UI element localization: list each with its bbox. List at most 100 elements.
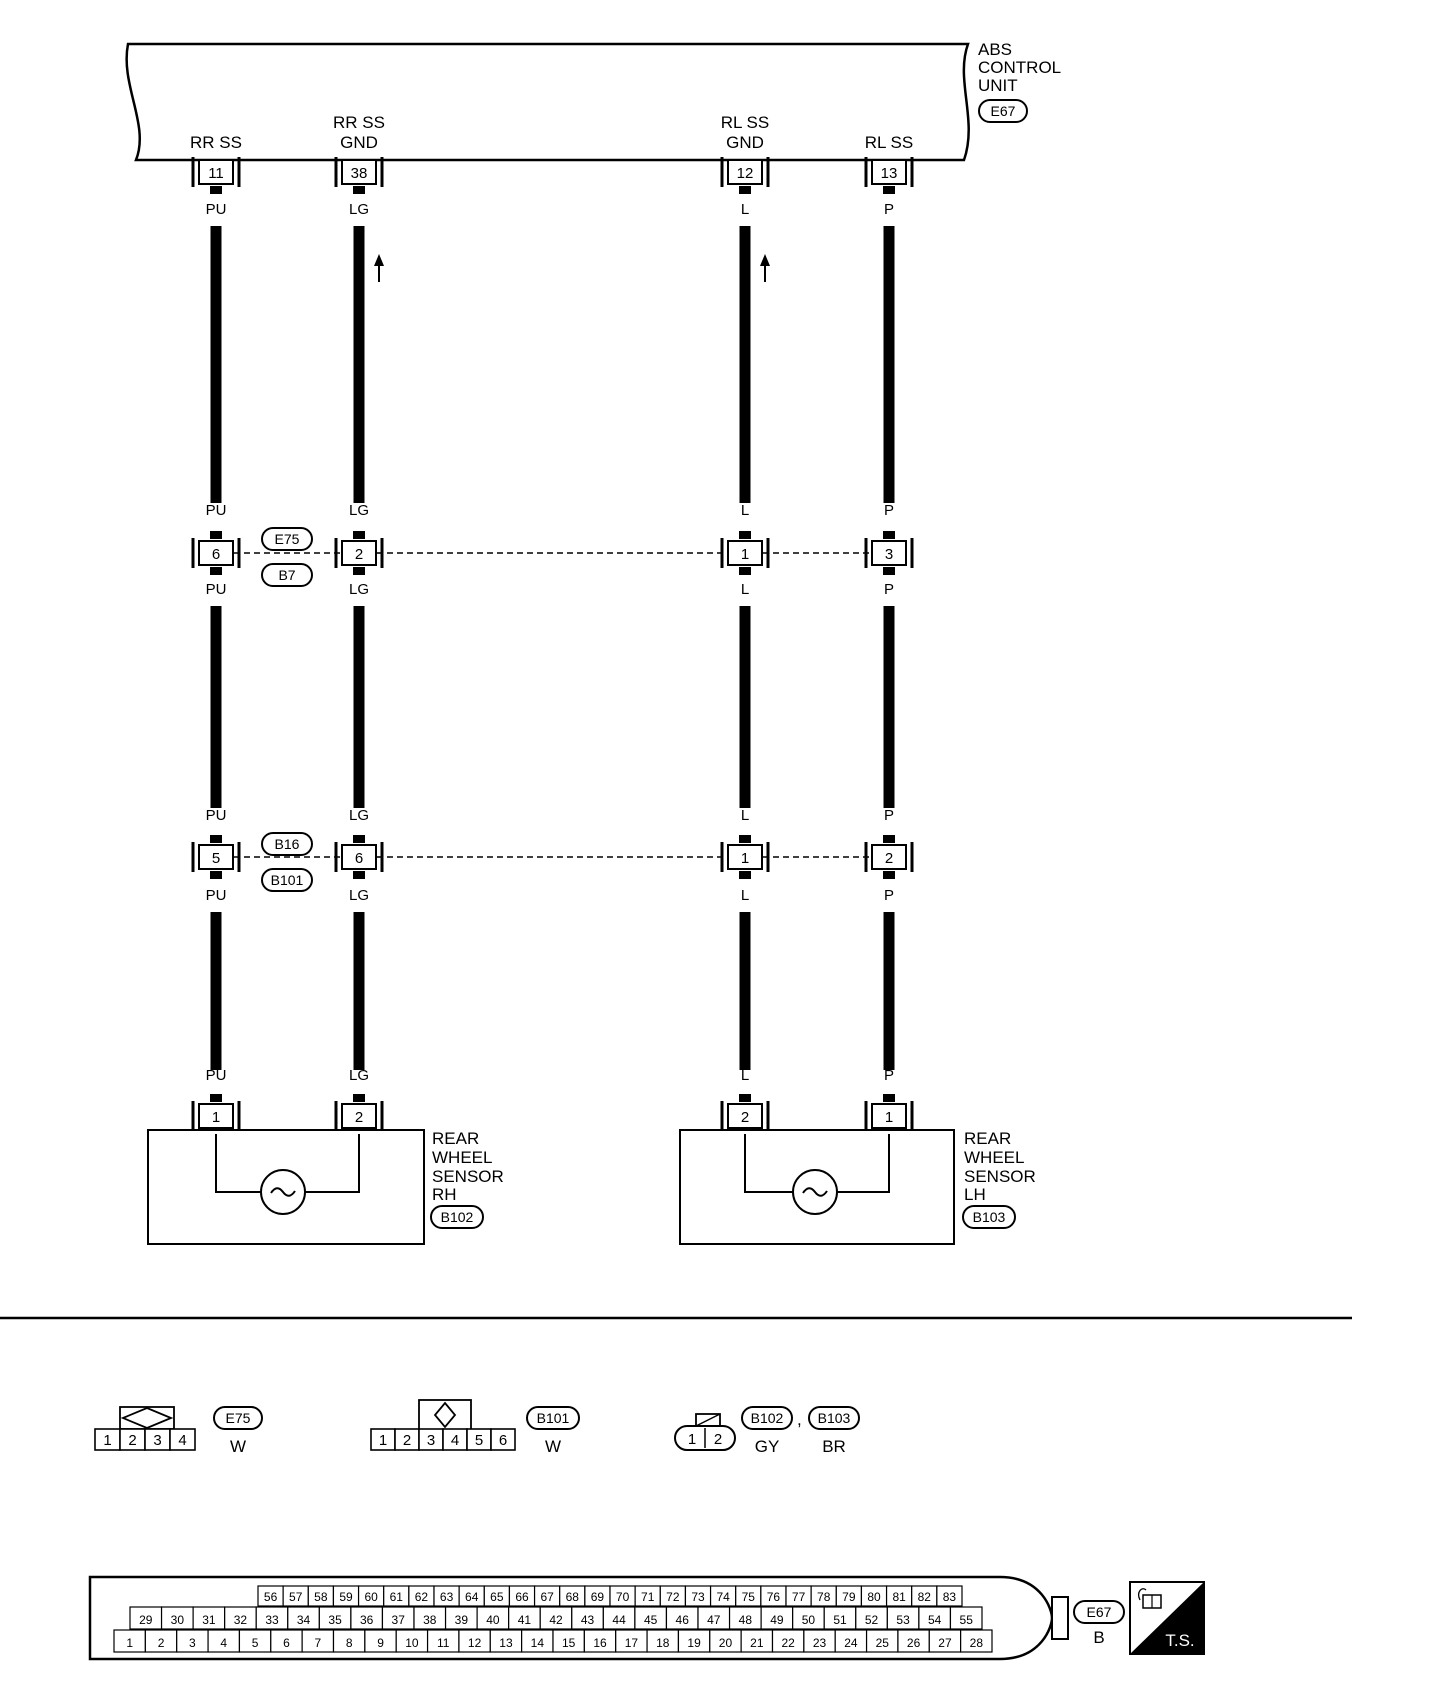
joint1-pin-0-box	[198, 540, 234, 566]
joint2-pin-3-bottom-stub	[883, 871, 895, 879]
joint2-id-bottom: B101	[271, 872, 304, 888]
sensor-rh: REAR WHEEL SENSOR RH B102	[147, 1129, 504, 1245]
joint2-pin-2: 1	[720, 835, 770, 879]
wire-color-label: PU	[206, 502, 227, 519]
e67-pin-73: 73	[691, 1590, 705, 1604]
joint1-pin-3-top-stub	[883, 531, 895, 539]
joint1-pin-1-box	[341, 540, 377, 566]
b101-pin-5: 5	[475, 1432, 483, 1449]
e67-pin-59: 59	[339, 1590, 353, 1604]
abs-pin-38-bottom-stub	[353, 186, 365, 194]
joint2-id-bottom-pill	[261, 868, 313, 892]
e67-id: E67	[1087, 1604, 1112, 1620]
sensor-rh-pin-0: 1	[191, 1094, 241, 1131]
sensor-lh-label-1: REAR	[964, 1129, 1011, 1148]
e67-pin-76: 76	[767, 1590, 781, 1604]
b101-color: W	[545, 1437, 561, 1456]
joint2-pin-0-bottom-stub	[210, 871, 222, 879]
sensor-lh-pin-0-label: 2	[741, 1109, 749, 1126]
joint1-pin-1-label: 2	[355, 546, 363, 563]
sensor-lh-label-3: SENSOR	[964, 1167, 1036, 1186]
abs-pin-38-box	[341, 159, 377, 185]
e67-pin-83: 83	[943, 1590, 957, 1604]
sensor-rh-wave	[270, 1187, 296, 1197]
e67-pin-64: 64	[465, 1590, 479, 1604]
joint1-id-top: E75	[275, 531, 300, 547]
connector-b102-b103-face: 1 2 B102 , B103 GY BR	[674, 1406, 860, 1456]
joint1-pin-1-top-stub	[353, 531, 365, 539]
e67-pin-6: 6	[283, 1636, 290, 1650]
wire-color-label: P	[884, 1067, 894, 1084]
b101-pin-3: 3	[427, 1432, 435, 1449]
arrow-rl-head	[760, 254, 770, 266]
e67-pin-49: 49	[770, 1613, 784, 1627]
e67-tab	[1051, 1596, 1069, 1640]
sensor-rh-pin-0-label: 1	[212, 1109, 220, 1126]
e67-pin-44: 44	[612, 1613, 626, 1627]
sensor-rh-pin-1-label: 2	[355, 1109, 363, 1126]
sensor-rh-circuit-right	[305, 1134, 360, 1193]
e67-top-cell-83	[936, 1585, 963, 1607]
e67-pin-61: 61	[390, 1590, 404, 1604]
e67-pin-19: 19	[687, 1636, 701, 1650]
wire-color-label: L	[741, 581, 749, 598]
sensor-rh-pin-1: 2	[334, 1094, 384, 1131]
e75-key-icon	[120, 1407, 174, 1429]
terminal-rr-ss-label: RR SS	[190, 133, 242, 152]
wire-color-label: LG	[349, 201, 369, 218]
abs-pin-12: 12	[720, 157, 770, 194]
e67-pin-57: 57	[289, 1590, 303, 1604]
joint2-pin-1-top-stub	[353, 835, 365, 843]
wire-color-label: P	[884, 887, 894, 904]
e67-pin-75: 75	[742, 1590, 756, 1604]
wire-color-label: P	[884, 807, 894, 824]
sensor-lh: REAR WHEEL SENSOR LH B103	[679, 1129, 1036, 1245]
e75-pin-1: 1	[103, 1432, 111, 1449]
sensor-lh-pin-0: 2	[720, 1094, 770, 1131]
b103-id: B103	[818, 1410, 851, 1426]
ts-badge: T.S.	[1129, 1581, 1205, 1655]
e75-color: W	[230, 1437, 246, 1456]
e67-pin-18: 18	[656, 1636, 670, 1650]
abs-pin-38-label: 38	[351, 165, 368, 182]
e67-pin-66: 66	[515, 1590, 529, 1604]
joint2-pin-1-box	[341, 844, 377, 870]
joint1-pin-3-box	[871, 540, 907, 566]
b101-pin-6: 6	[499, 1432, 507, 1449]
terminal-rl-ss-gnd-label-1: RL SS	[721, 113, 770, 132]
joint1-pin-2-top-stub	[739, 531, 751, 539]
e67-pin-37: 37	[392, 1613, 406, 1627]
abs-pin-12-label: 12	[737, 165, 754, 182]
b102-b103-separator: ,	[797, 1410, 802, 1429]
wire-color-label: L	[741, 502, 749, 519]
joint2-pin-1: 6	[334, 835, 384, 879]
joint2-id-top: B16	[275, 836, 300, 852]
e67-pin-39: 39	[455, 1613, 469, 1627]
ground-arrows	[374, 254, 770, 282]
wire-color-label: PU	[206, 581, 227, 598]
e67-pin-81: 81	[892, 1590, 906, 1604]
sensor-lh-id-pill	[962, 1205, 1016, 1229]
e67-pin-1: 1	[126, 1636, 133, 1650]
e67-pin-12: 12	[468, 1636, 482, 1650]
e67-pin-26: 26	[907, 1636, 921, 1650]
joint1-id-top-pill	[261, 527, 313, 551]
e67-pin-22: 22	[781, 1636, 795, 1650]
sensor-lh-pin-0-top-stub	[739, 1094, 751, 1102]
joint1-id-bottom-pill	[261, 563, 313, 587]
e67-pin-69: 69	[591, 1590, 605, 1604]
e67-pin-41: 41	[518, 1613, 532, 1627]
e67-pin-29: 29	[139, 1613, 153, 1627]
sensor-lh-label-2: WHEEL	[964, 1148, 1024, 1167]
e75-pin-2: 2	[128, 1432, 136, 1449]
abs-pin-13: 13	[864, 157, 914, 194]
arrow-rr-head	[374, 254, 384, 266]
wire-color-label: PU	[206, 807, 227, 824]
abs-pin-12-box	[727, 159, 763, 185]
sensor-lh-circuit-right	[837, 1134, 890, 1193]
wire-color-label: LG	[349, 502, 369, 519]
joint1-pin-0: 6	[191, 531, 241, 575]
